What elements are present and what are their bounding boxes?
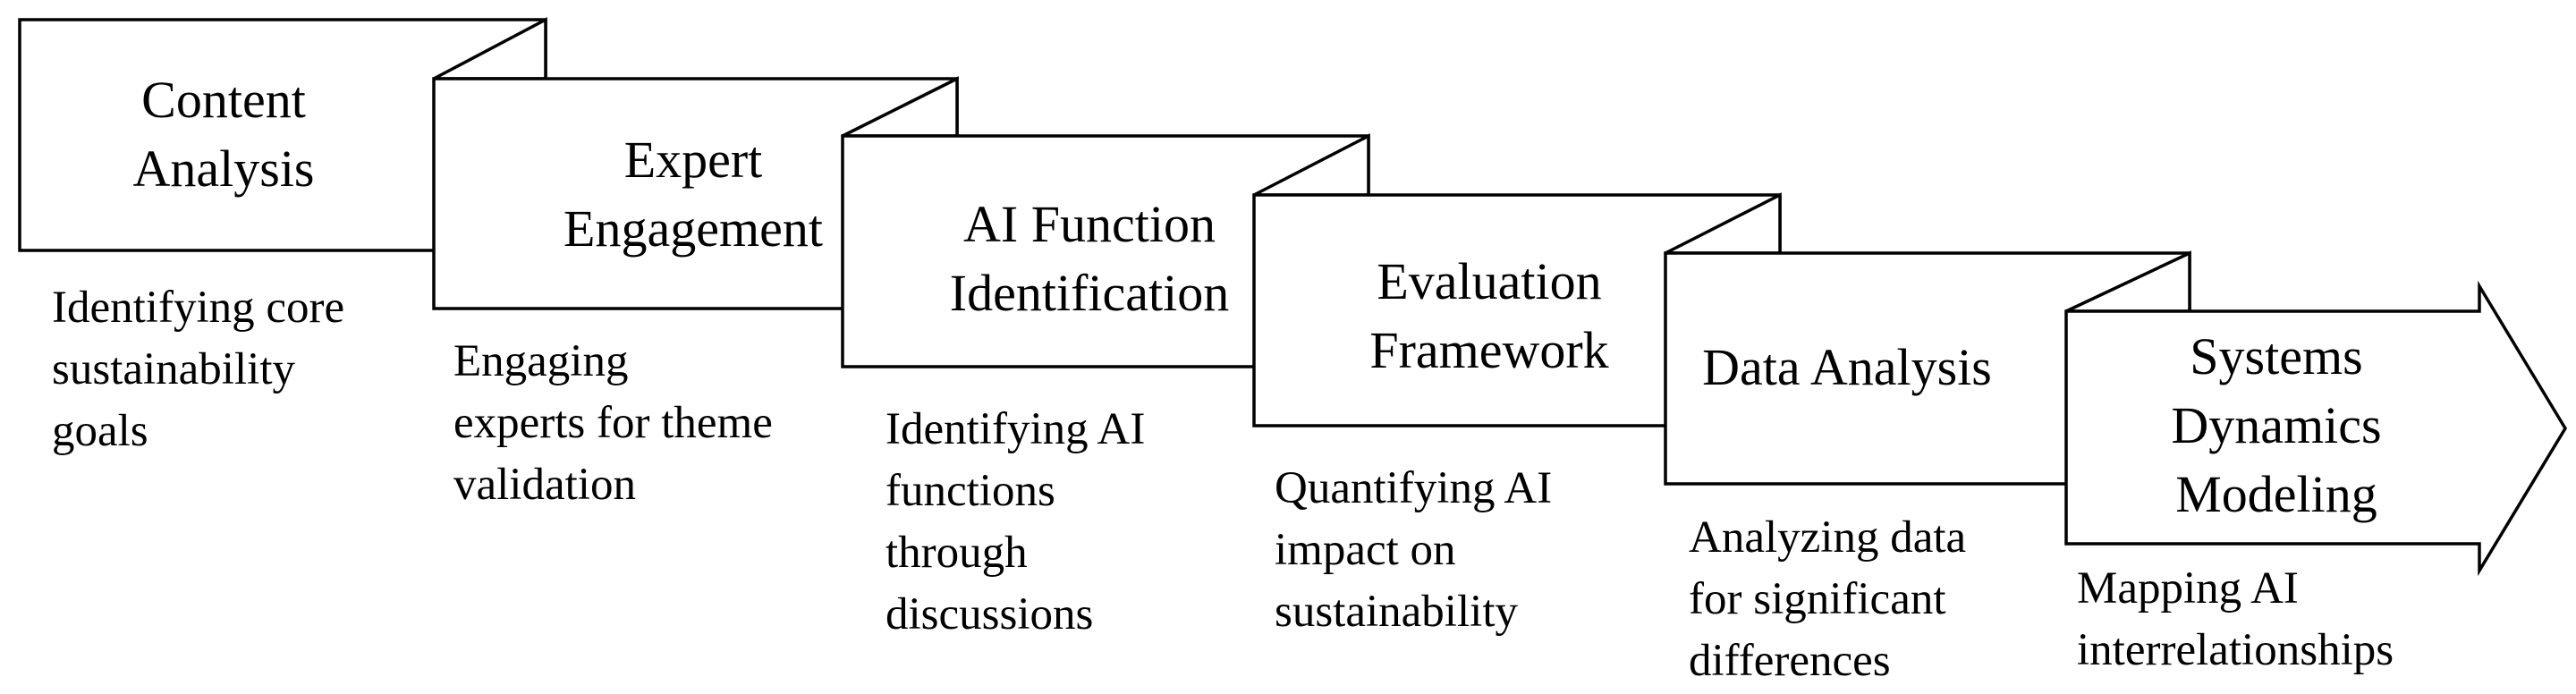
step-6-arrow [2064,280,2568,577]
step-5-title: Data Analysis [1702,337,1992,396]
step-5-description: Analyzing data for significant differenc… [1689,512,1967,686]
step-1-description: Identifying core sustainability goals [52,283,345,456]
step-6-title: Systems Dynamics Modeling [2171,326,2382,523]
step-4-title: Evaluation Framework [1369,252,1609,379]
step-3-description: Identifying AI functions through discuss… [886,404,1146,639]
step-6-description: Mapping AI interrelationships [2077,563,2394,675]
step-3-title: AI Function Identification [949,195,1230,322]
step-2-title: Expert Engagement [564,131,823,258]
step-1-title: Content Analysis [132,71,315,198]
step-2-description: Engaging experts for theme validation [453,336,773,510]
step-4-description: Quantifying AI impact on sustainability [1275,463,1553,637]
